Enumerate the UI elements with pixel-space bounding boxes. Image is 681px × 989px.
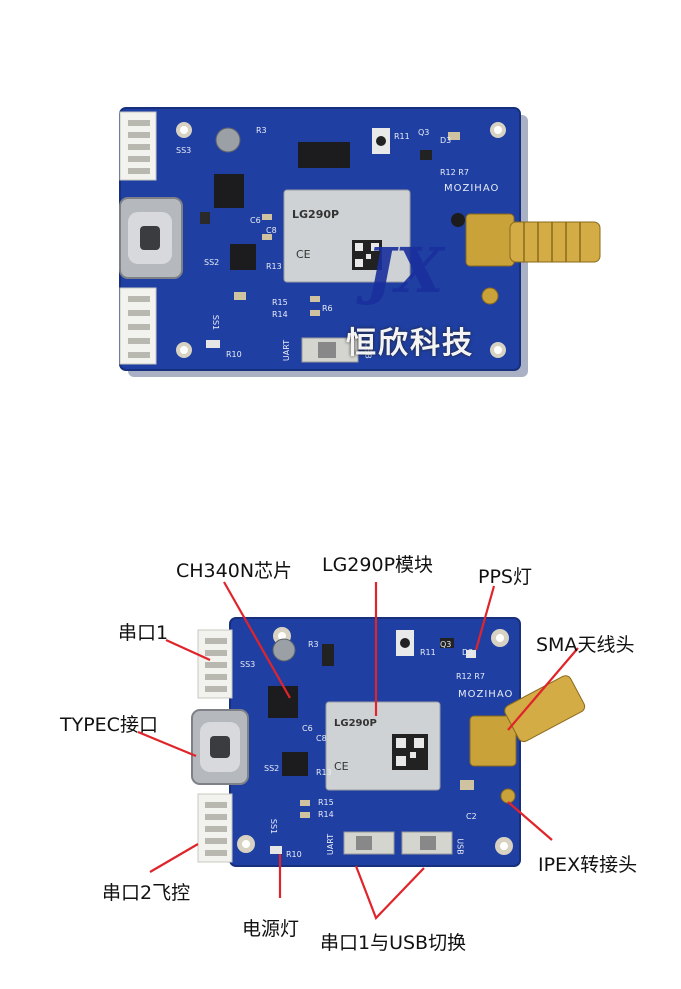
bottom-silk-ss3: SS3 [240,660,256,669]
bottom-pps-led [466,650,476,658]
bottom-silk-r10: R10 [286,850,302,859]
callout-serial2: 串口2飞控 [102,882,191,904]
bottom-silk-r12-r7: R12 R7 [456,672,485,681]
bottom-silk-d3: D3 [462,648,474,657]
bottom-silk-r13: R13 [316,768,332,777]
top-silk-c8: C8 [266,226,277,235]
svg-text:CE: CE [296,248,311,261]
callout-power-led: 电源灯 [242,918,300,940]
top-board-photo: CE SS3 SS2 SS1 R3 R11 Q3 D3 R12 R7 C6 C8… [0,0,681,420]
top-silk-ss1: SS1 [211,314,221,331]
bottom-silk-ss2: SS2 [264,764,280,773]
bottom-sma-connector [469,715,517,767]
callout-switch: 串口1与USB切换 [320,932,467,954]
bottom-silk-r3: R3 [308,640,319,649]
svg-text:CE: CE [334,760,349,773]
callout-lg290p: LG290P模块 [322,554,434,576]
top-silk-r14: R14 [272,310,288,319]
top-silk-ss3: SS3 [176,146,192,155]
top-module-label: LG290P [292,208,340,221]
top-silk-r6: R6 [322,304,333,313]
callout-lines [137,581,579,921]
callout-sma: SMA天线头 [536,634,635,656]
watermark-text: 恒欣科技 [346,326,474,361]
callout-pps: PPS灯 [478,566,532,588]
bottom-silk-r14: R14 [318,810,334,819]
bottom-ipex-connector [500,788,516,804]
bottom-silk-c2: C2 [466,812,477,821]
top-silk-r12-r7: R12 R7 [440,168,469,177]
top-silk-r15: R15 [272,298,288,307]
bottom-silk-ss1: SS1 [269,818,279,835]
top-silk-r10: R10 [226,350,242,359]
callout-ipex: IPEX转接头 [538,854,638,876]
top-buzzer [215,127,241,153]
top-silk-uart: UART [282,339,292,362]
bottom-module-label: LG290P [334,718,377,729]
top-sma-connector [465,213,515,267]
bottom-silk-r11: R11 [420,648,436,657]
watermark-logo: JX [366,234,444,307]
bottom-board-photo: CE SS3 SS2 SS1 R3 R11 Q3 D3 R12 R7 C6 C8… [0,520,681,989]
bottom-silk-c6: C6 [302,724,313,733]
bottom-silk-usb: USB [455,838,465,855]
bottom-silk-q3: Q3 [440,640,452,649]
top-silk-d3: D3 [440,136,452,145]
bottom-silk-r15: R15 [318,798,334,807]
top-silk-q3: Q3 [418,128,430,137]
bottom-silk-c8: C8 [316,734,327,743]
bottom-silk-uart: UART [326,833,336,856]
top-silk-ss2: SS2 [204,258,220,267]
top-silk-r13: R13 [266,262,282,271]
callout-ch340n: CH340N芯片 [176,560,293,582]
top-ch340-chip [214,174,244,208]
callout-typec: TYPEC接口 [60,714,158,736]
top-silk-brand: MOZIHAO [444,183,500,194]
bottom-ch340n-chip [268,686,298,718]
callout-serial1: 串口1 [118,622,169,644]
bottom-power-led [270,846,282,854]
top-silk-c6: C6 [250,216,261,225]
top-silk-r11: R11 [394,132,410,141]
top-silk-r3: R3 [256,126,267,135]
bottom-silk-brand: MOZIHAO [458,689,514,700]
